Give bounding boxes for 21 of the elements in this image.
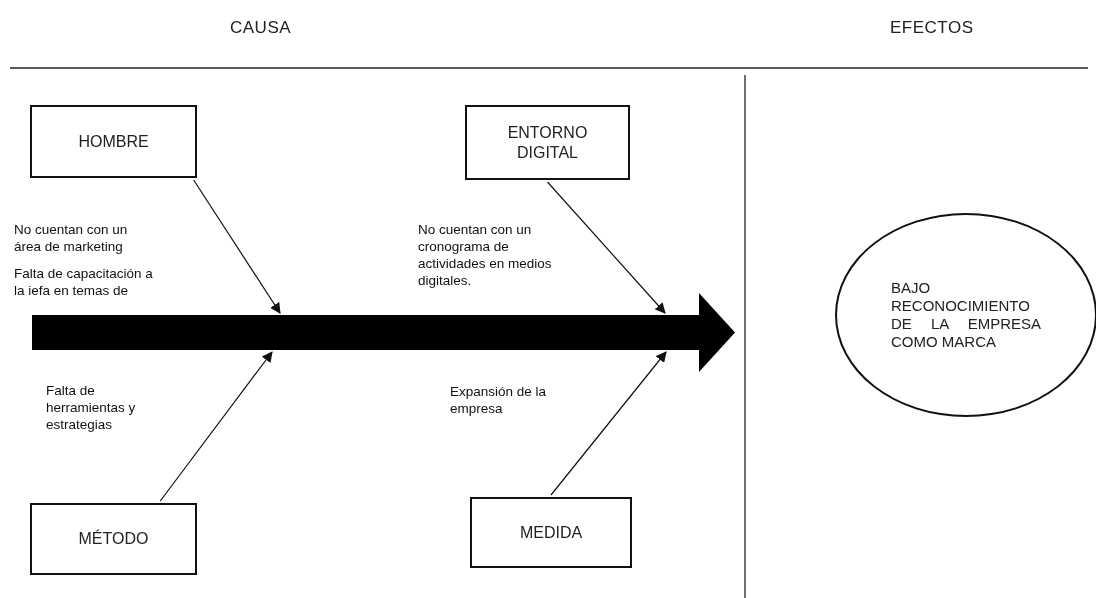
category-box: [30, 503, 197, 575]
cause-text: No cuentan con un cronograma de actividades en medios digitales.: [418, 221, 553, 289]
heading: EFECTOS: [890, 18, 974, 38]
cause-text: No cuentan con un área de marketing: [14, 221, 129, 255]
category-box: [30, 105, 197, 178]
cause-text: Falta de herramientas y estrategias: [46, 382, 137, 433]
category-label: ENTORNO DIGITAL: [506, 122, 589, 163]
spine-arrow: [32, 293, 735, 372]
heading: CAUSA: [230, 18, 292, 38]
arrow: [546, 181, 666, 314]
category-label: HOMBRE: [78, 131, 149, 152]
cause-text: Expansión de la empresa: [450, 383, 548, 417]
category-label: MEDIDA: [519, 522, 583, 543]
arrow: [159, 351, 273, 502]
category-box: [465, 105, 630, 180]
arrow: [193, 179, 281, 314]
category-box: [470, 497, 632, 568]
arrow: [550, 351, 667, 496]
cause-text: Falta de capacitación a la iefa en temas de: [14, 265, 154, 299]
category-label: MÉTODO: [78, 529, 149, 549]
effect-text: BAJO RECONOCIMIENTO DE LA EMPRESA COMO MARCA: [891, 279, 1041, 351]
